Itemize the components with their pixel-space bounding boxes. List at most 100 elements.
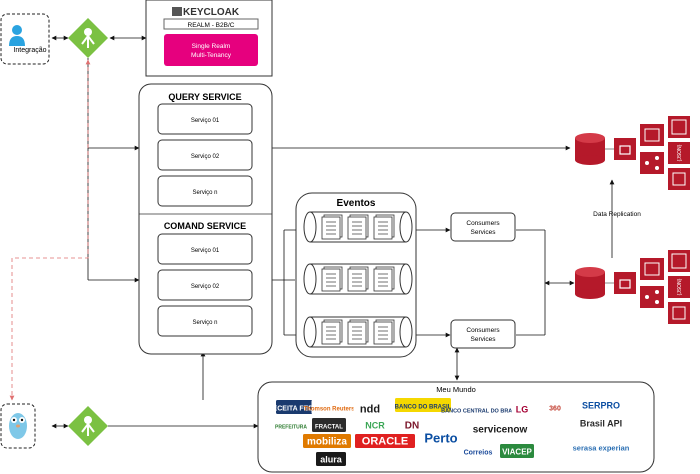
partner-logo: mobiliza [303, 434, 351, 448]
event-queue[interactable] [303, 263, 413, 295]
lock-icon [614, 272, 636, 294]
realm-label: REALM - B2B/C [188, 22, 235, 29]
gateway-icon [81, 416, 95, 436]
database-cluster-read: {JSON} [575, 116, 690, 190]
query-service-item[interactable] [157, 139, 253, 171]
query-service-item-label: Serviço 01 [191, 118, 220, 124]
document-icon [347, 319, 369, 345]
document-icon [321, 266, 343, 292]
svg-text:PREFEITURA: PREFEITURA [275, 425, 307, 431]
svg-text:servicenow: servicenow [473, 425, 528, 436]
partner-logo: Brasil API [577, 415, 625, 431]
go-service-node[interactable] [0, 403, 36, 449]
query-service-item-label: Serviço 02 [191, 154, 220, 160]
gopher-icon [9, 413, 27, 439]
partner-logo: serasa experian [573, 439, 630, 455]
document-icon [321, 319, 343, 345]
json-label: {JSON} [677, 278, 683, 295]
svg-text:alura: alura [320, 455, 343, 465]
query-service-item[interactable] [157, 103, 253, 135]
integration-node[interactable]: Integração [0, 13, 50, 65]
partner-logo: FRACTAL [312, 418, 346, 432]
database-icon [575, 267, 605, 299]
command-service-list: Serviço 01 Serviço 02 Serviço n [157, 233, 253, 337]
partner-logo: Thomson Reuters [303, 399, 355, 415]
partner-logo: PREFEITURA [272, 417, 310, 433]
command-service-item[interactable] [157, 269, 253, 301]
json-doc-icon: {JSON} [668, 276, 690, 298]
svg-text:SERPRO: SERPRO [582, 401, 620, 411]
api-gateway-top[interactable] [68, 18, 108, 58]
share-icon [640, 152, 664, 174]
partner-logo: SERPRO [577, 397, 625, 413]
keycloak-brand: KEYCLOAK [183, 7, 240, 18]
svg-text:Thomson Reuters: Thomson Reuters [303, 407, 355, 413]
partner-logo: ndd [353, 401, 387, 417]
svg-text:BANCO DO BRASIL: BANCO DO BRASIL [395, 405, 452, 411]
consumer-services-2[interactable]: Consumers Services [450, 319, 516, 349]
command-service-item-label: Serviço 01 [191, 248, 220, 254]
database-icon [575, 133, 605, 165]
image-doc-icon [640, 258, 664, 280]
partner-logo: DN [399, 417, 425, 433]
command-service-item[interactable] [157, 305, 253, 337]
command-service-item[interactable] [157, 233, 253, 265]
document-icon [373, 266, 395, 292]
svg-text:NCR: NCR [365, 421, 385, 431]
query-service-title: QUERY SERVICE [168, 92, 241, 102]
table-icon [668, 116, 690, 138]
svg-text:RECEITA FEDERAL: RECEITA FEDERAL [268, 406, 334, 413]
document-icon [347, 266, 369, 292]
svg-text:BANCO CENTRAL DO BRASIL: BANCO CENTRAL DO BRASIL [441, 409, 521, 415]
consumer-services-1[interactable]: Consumers Services [450, 212, 516, 242]
query-service-item[interactable] [157, 175, 253, 207]
partner-logo: LG [511, 401, 533, 417]
document-icon [321, 214, 343, 240]
consumer-line2: Services [471, 229, 497, 236]
json-doc-icon: {JSON} [668, 142, 690, 164]
event-queue[interactable] [303, 211, 413, 243]
partner-logo: 360 [543, 399, 567, 415]
document-icon [373, 214, 395, 240]
command-service-title: COMAND SERVICE [164, 221, 246, 231]
consumer-line1: Consumers [466, 327, 500, 334]
partner-logo: VIACEP [500, 444, 534, 458]
keycloak-logo: KEYCLOAK [172, 7, 240, 18]
events-title: Eventos [337, 198, 376, 209]
partner-logo: alura [316, 452, 346, 466]
import-icon [668, 302, 690, 324]
svg-text:mobiliza: mobiliza [307, 437, 347, 448]
svg-text:FRACTAL: FRACTAL [315, 425, 343, 431]
command-service-item-label: Serviço n [192, 320, 217, 326]
import-icon [668, 168, 690, 190]
svg-text:VIACEP: VIACEP [502, 448, 532, 457]
event-queues [303, 211, 413, 348]
svg-text:360: 360 [549, 406, 561, 413]
document-icon [347, 214, 369, 240]
svg-text:DN: DN [405, 421, 419, 432]
lock-icon [614, 138, 636, 160]
integration-label: Integração [13, 47, 46, 54]
red-dashed-connectors [9, 59, 91, 401]
partner-logo: BANCO CENTRAL DO BRASIL [441, 401, 521, 417]
share-icon [640, 286, 664, 308]
query-service-item-label: Serviço n [192, 190, 217, 196]
svg-text:serasa experian: serasa experian [573, 444, 630, 453]
user-icon [9, 25, 25, 46]
api-gateway-bottom[interactable] [68, 406, 108, 446]
partner-logo: ORACLE [355, 434, 415, 448]
gateway-icon [81, 28, 95, 48]
partner-logo: BANCO DO BRASIL [395, 398, 452, 412]
database-cluster-write: {JSON} [575, 250, 690, 324]
multi-tenancy-label: Multi-Tenancy [191, 52, 232, 59]
partner-logo: NCR [354, 417, 396, 433]
single-realm-box [164, 34, 258, 66]
table-icon [668, 250, 690, 272]
command-service-item-label: Serviço 02 [191, 284, 220, 290]
consumer-line1: Consumers [466, 220, 500, 227]
keycloak-panel: KEYCLOAK REALM - B2B/C Single Realm Mult… [145, 0, 273, 77]
event-queue[interactable] [303, 316, 413, 348]
data-replication-label: Data Replication [593, 211, 641, 218]
